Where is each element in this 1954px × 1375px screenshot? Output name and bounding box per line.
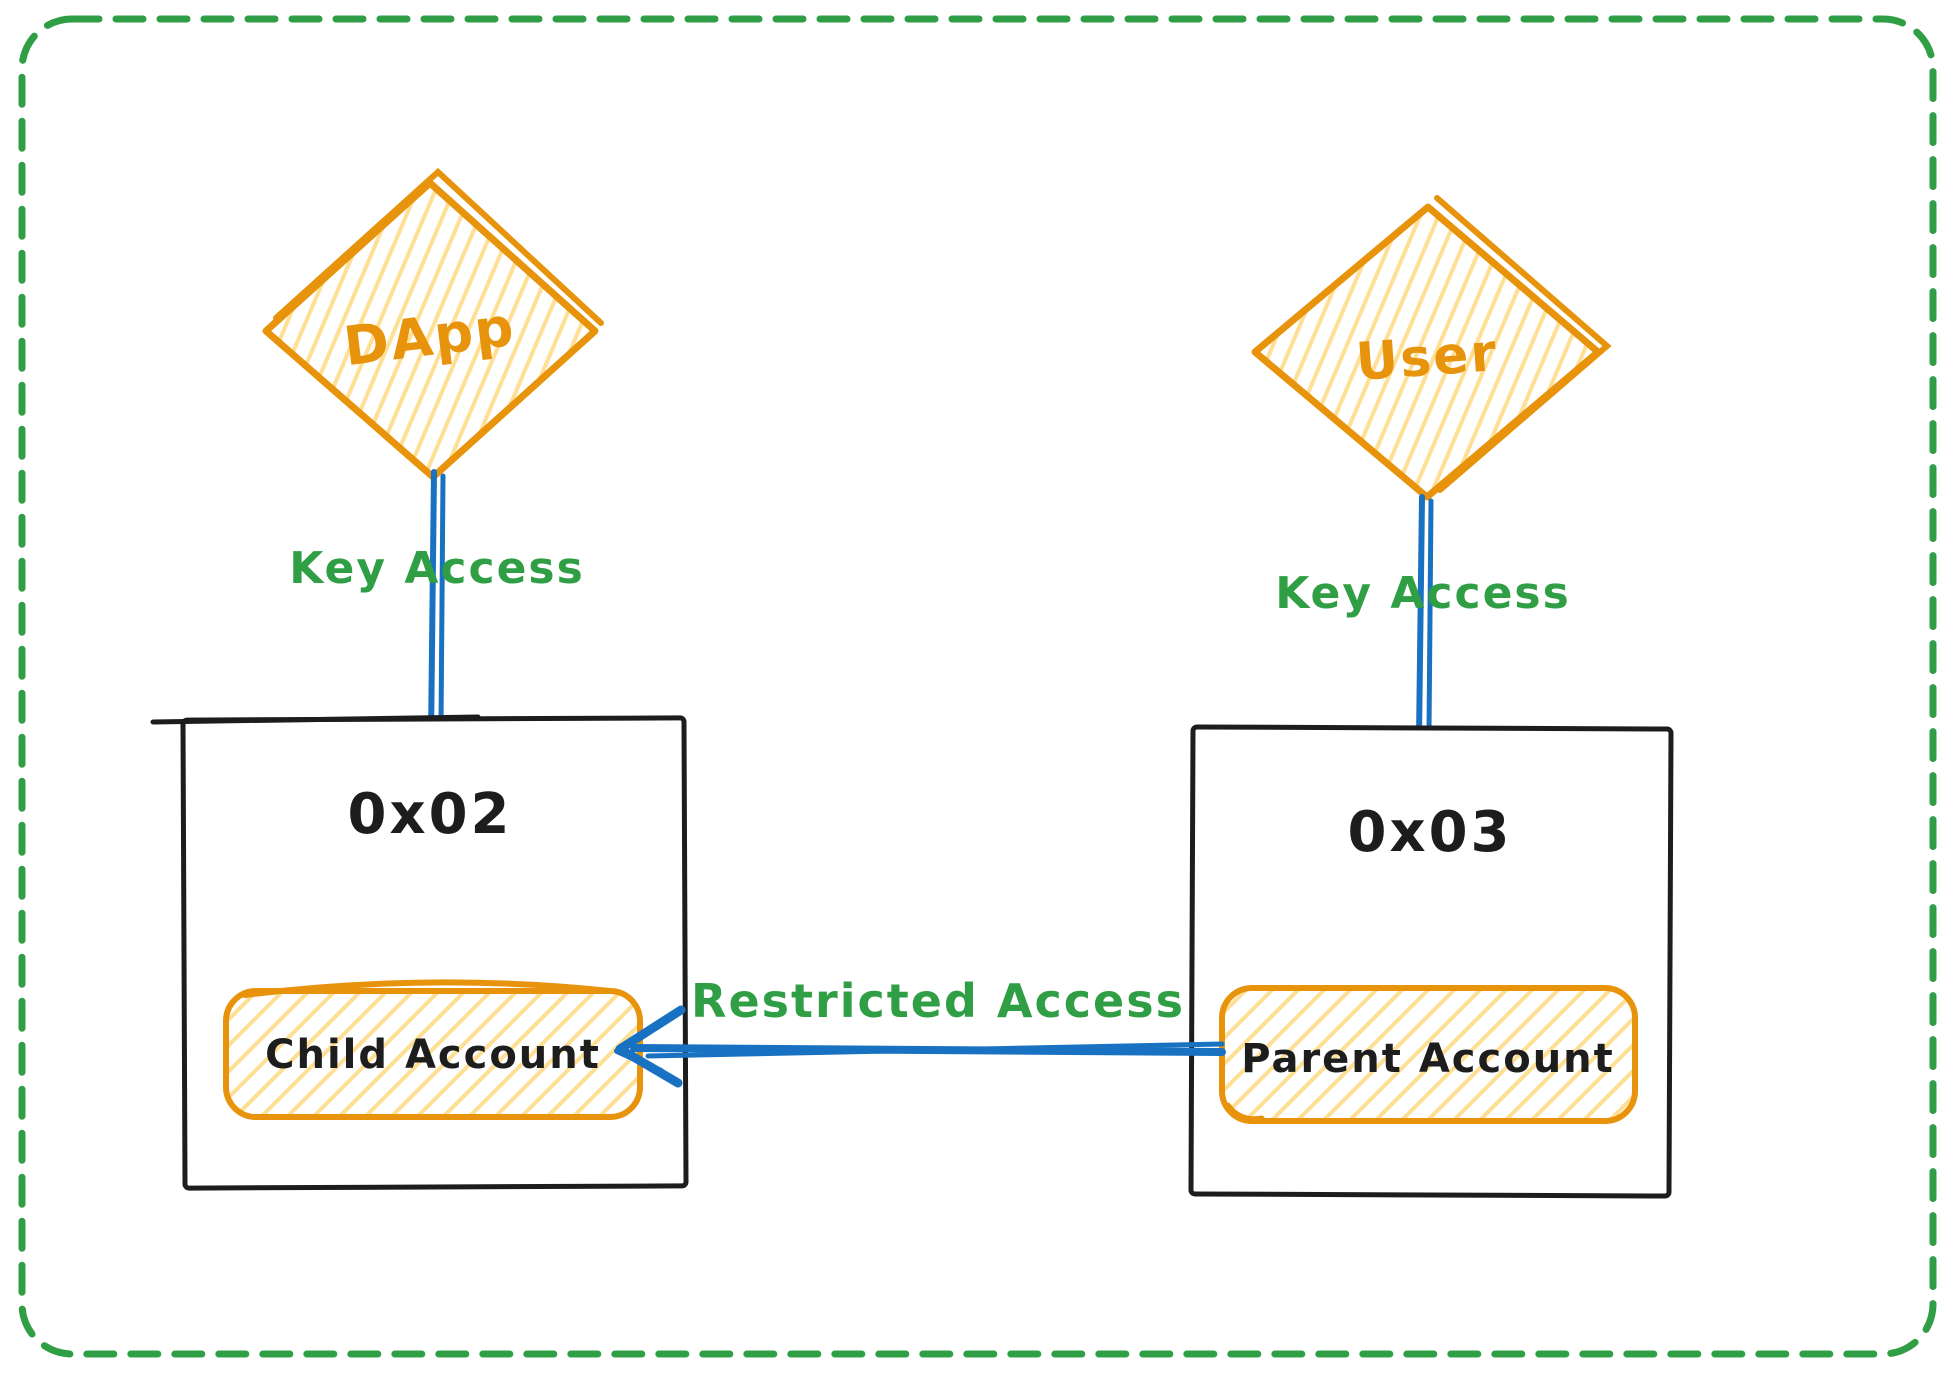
dapp-diamond: DApp	[262, 167, 604, 481]
user-connector-line-sketch	[1426, 498, 1434, 734]
wallet-box-0x03-shape	[1188, 724, 1674, 1199]
restricted-access-arrow: Restricted Access	[614, 974, 1226, 1088]
user-label: User	[1354, 323, 1500, 393]
parent-account-pill-sketch	[1225, 1102, 1265, 1122]
dashed-border-frame	[18, 15, 1937, 1358]
key-access-label-right: Key Access	[1275, 568, 1571, 619]
wallet-box-0x02-sketch-edge	[150, 714, 481, 725]
address-label-0x03: 0x03	[1347, 800, 1512, 865]
child-account-pill-sketch	[242, 979, 613, 998]
restricted-access-label: Restricted Access	[691, 974, 1185, 1028]
parent-account-label: Parent Account	[1241, 1036, 1615, 1082]
user-diamond: User	[1251, 195, 1612, 501]
user-diamond-sketch-stroke	[1434, 195, 1612, 493]
child-account-label: Child Account	[265, 1032, 601, 1078]
dapp-connector-line-sketch	[438, 473, 446, 729]
user-connector-line	[1416, 494, 1425, 741]
dapp-connector-line	[428, 469, 437, 740]
arrow-head-sketch	[614, 1019, 667, 1074]
wallet-box-0x03: 0x03 Parent Account	[1188, 724, 1674, 1199]
wallet-box-0x02: 0x02 Child Account	[150, 714, 689, 1191]
dapp-key-access-connector: Key Access	[289, 469, 585, 740]
user-key-access-connector: Key Access	[1275, 494, 1571, 741]
key-access-label-left: Key Access	[289, 543, 585, 594]
arrow-shaft-sketch	[645, 1041, 1225, 1059]
child-account-pill	[223, 988, 643, 1120]
address-label-0x02: 0x02	[347, 782, 512, 847]
dapp-diamond-sketch-stroke	[273, 167, 604, 326]
